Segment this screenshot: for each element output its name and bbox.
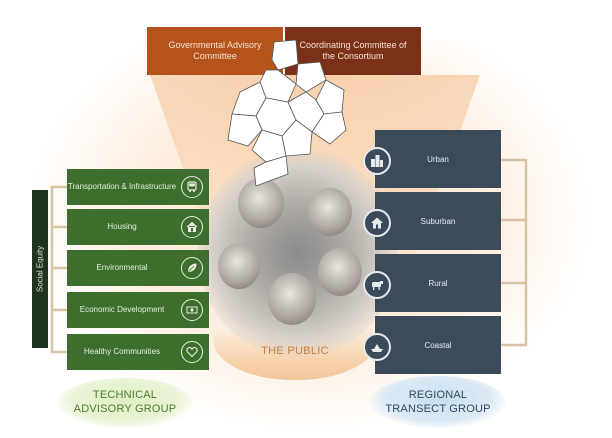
regional-item-urban[interactable]: Urban <box>363 130 501 188</box>
money-icon <box>181 299 203 321</box>
regional-item-label: Rural <box>428 278 448 288</box>
technical-advisory-group-label: TECHNICAL ADVISORY GROUP <box>57 388 193 416</box>
social-equity-label: Social Equity <box>35 245 45 293</box>
social-equity-bar[interactable] <box>32 190 48 348</box>
regional-item-suburban[interactable]: Suburban <box>363 192 501 250</box>
tech-item-label: Transportation & Infrastructure <box>67 182 177 191</box>
cow-icon <box>363 271 391 299</box>
house-icon <box>181 216 203 238</box>
tech-item-label: Environmental <box>96 263 148 272</box>
tech-item-healthy-communities[interactable]: Healthy Communities <box>67 334 209 370</box>
coordinating-committee-label: Coordinating Committee of the Consortium <box>299 40 407 61</box>
coordinating-committee-box[interactable]: Coordinating Committee of the Consortium <box>285 27 421 75</box>
regional-item-label: Urban <box>427 154 449 164</box>
regional-item-label: Suburban <box>420 216 456 226</box>
regional-item-coastal[interactable]: Coastal <box>363 316 501 374</box>
tech-item-economic-development[interactable]: Economic Development <box>67 292 209 328</box>
technical-label-line2: ADVISORY GROUP <box>73 403 177 415</box>
regional-label-line1: REGIONAL <box>408 389 468 401</box>
tech-item-label: Healthy Communities <box>83 347 161 356</box>
public-photo <box>198 148 398 358</box>
technical-group-halo <box>57 378 193 428</box>
face-icon <box>218 243 260 289</box>
buildings-icon <box>363 147 391 175</box>
face-icon <box>238 178 284 228</box>
regional-item-label: Coastal <box>424 340 452 350</box>
tech-item-transportation[interactable]: Transportation & Infrastructure <box>67 169 209 205</box>
regional-item-rural[interactable]: Rural <box>363 254 501 312</box>
boat-icon <box>363 333 391 361</box>
tech-item-label: Economic Development <box>79 305 165 314</box>
public-label: THE PUBLIC <box>261 345 329 357</box>
face-icon <box>318 248 362 296</box>
heart-icon <box>181 341 203 363</box>
governmental-advisory-committee-box[interactable]: Governmental Advisory Committee <box>147 27 283 75</box>
tech-item-environmental[interactable]: Environmental <box>67 250 209 286</box>
governmental-advisory-committee-label: Governmental Advisory Committee <box>168 40 262 61</box>
tech-item-label: Housing <box>107 222 137 231</box>
technical-label-line1: TECHNICAL <box>92 389 158 401</box>
face-icon <box>308 188 352 236</box>
regional-transect-group-label: REGIONAL TRANSECT GROUP <box>370 388 506 416</box>
regional-label-line2: TRANSECT GROUP <box>385 403 491 415</box>
social-equity-label-wrap: Social Equity <box>32 190 48 348</box>
bus-icon <box>181 176 203 198</box>
face-icon <box>268 273 316 325</box>
region-map[interactable] <box>226 40 348 186</box>
regional-group-halo <box>370 376 506 428</box>
tech-item-housing[interactable]: Housing <box>67 209 209 245</box>
leaf-icon <box>181 257 203 279</box>
house-icon <box>363 209 391 237</box>
